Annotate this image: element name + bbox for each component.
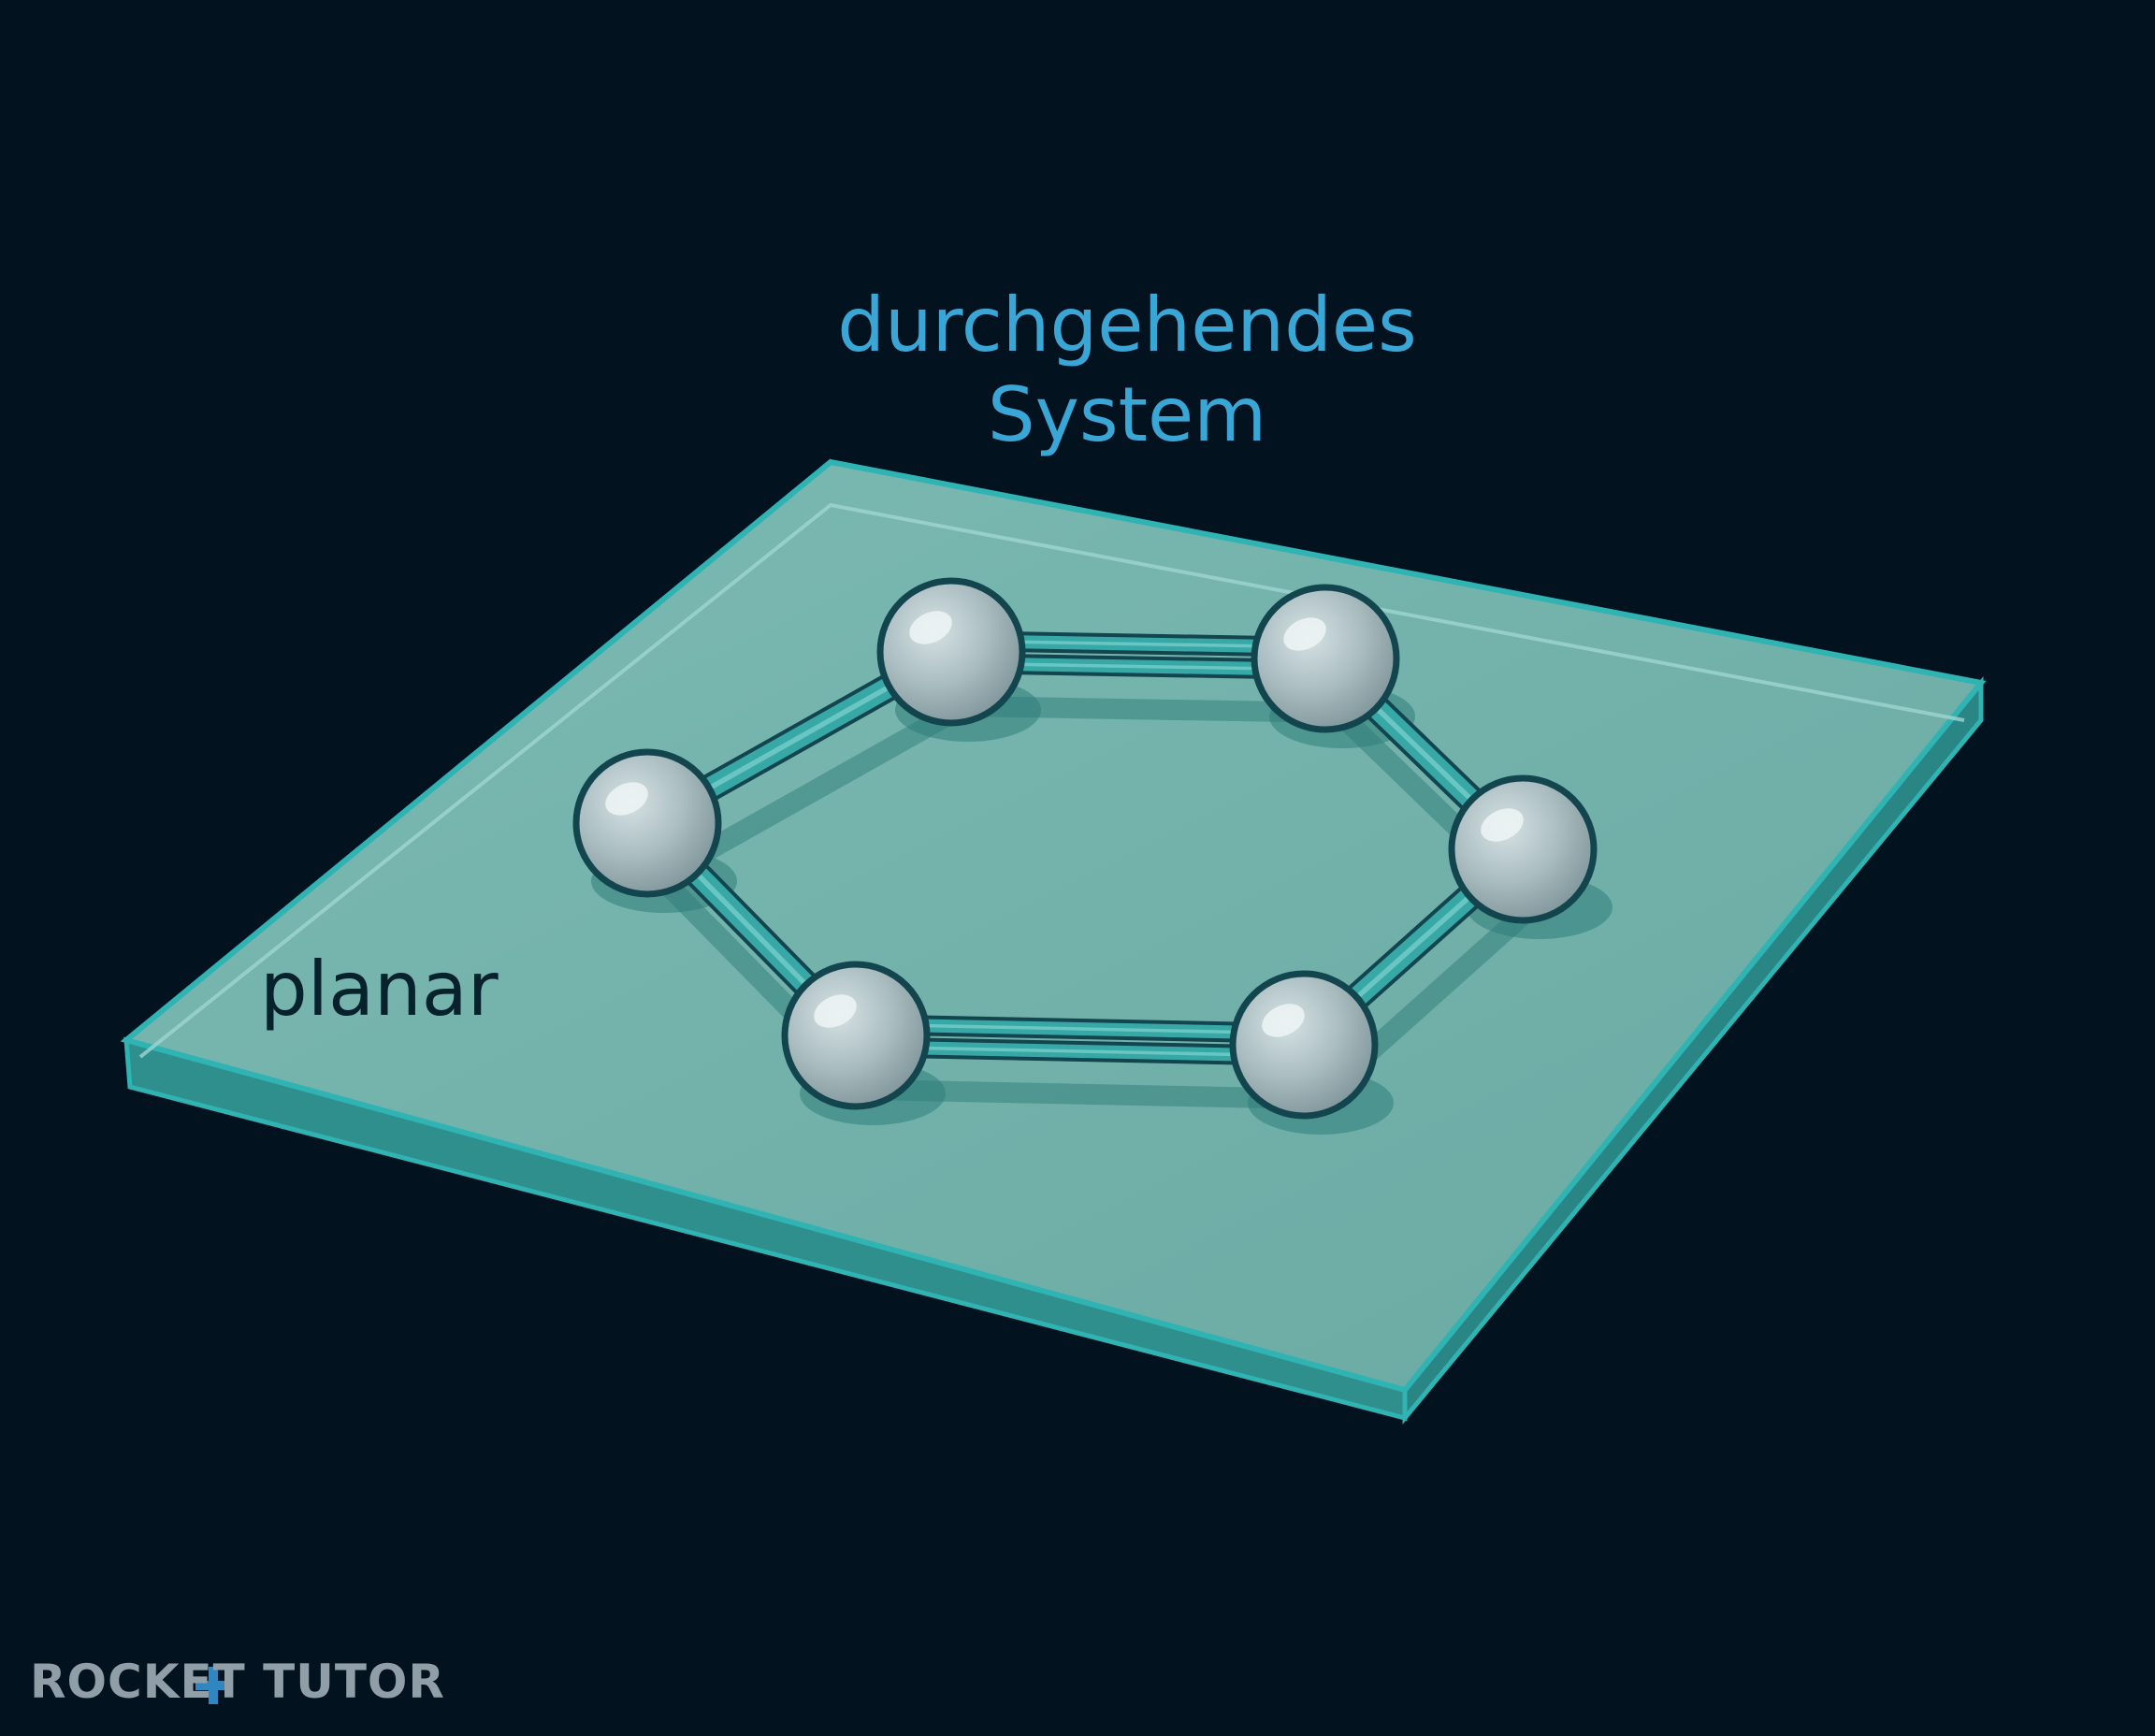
logo-rocket-icon (195, 1667, 231, 1704)
continuous-system-label-line2: System (987, 371, 1267, 458)
carbon-atom (572, 748, 722, 898)
carbon-atom (781, 961, 931, 1110)
continuous-system-label: durchgehendes System (730, 281, 1525, 460)
atom-highlight (605, 782, 648, 816)
atom-highlight (1262, 1004, 1305, 1037)
atom-highlight (1481, 808, 1524, 842)
double-bond-stick-highlight (1011, 662, 1266, 671)
bond-shadow (859, 1079, 1327, 1109)
glass-plane (120, 458, 1987, 1425)
single-bond-stick-highlight (1347, 887, 1480, 1007)
bonds (679, 631, 1489, 1065)
single-bond-stick-highlight (698, 679, 901, 796)
planar-label: planar (260, 946, 499, 1033)
carbon-atom (876, 577, 1026, 727)
double-bond-stick-highlight (916, 1023, 1244, 1034)
double-bond-stick-highlight (916, 1046, 1244, 1057)
atom-highlight (909, 611, 952, 644)
atoms (572, 577, 1598, 1120)
double-bond-stick-highlight (1011, 640, 1266, 648)
atom-highlight (814, 994, 857, 1028)
continuous-system-label-line1: durchgehendes (837, 282, 1417, 369)
plane-top-face (120, 458, 1987, 1394)
rocket-tutor-logo: ROCKET TUTOR (30, 1655, 445, 1709)
plane-inner-edge (138, 502, 1965, 1059)
carbon-atom (1229, 970, 1379, 1120)
atom-highlight (1283, 617, 1326, 651)
carbon-atom (1251, 584, 1400, 733)
carbon-atom (1448, 774, 1598, 924)
single-bond-stick-highlight (1367, 698, 1482, 810)
single-bond-stick-highlight (687, 864, 816, 994)
